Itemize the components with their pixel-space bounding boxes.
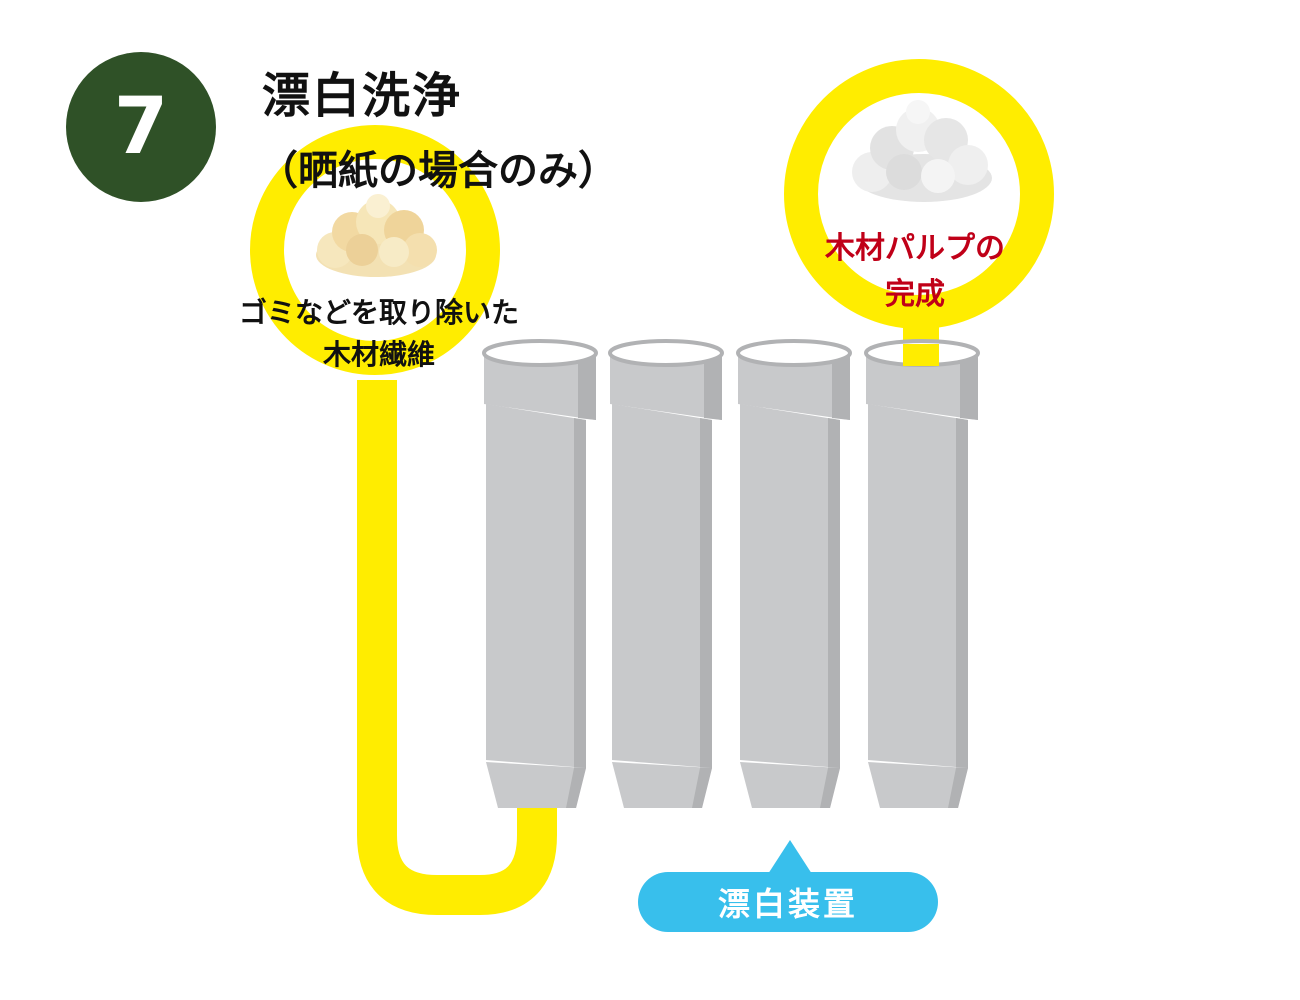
equipment-tag-pointer — [768, 840, 812, 874]
step-number-badge: 7 — [66, 52, 216, 202]
output-label-line1: 木材パルプの — [825, 231, 1005, 266]
equipment-tag: 漂白装置 — [638, 872, 938, 932]
output-label-line2: 完成 — [885, 277, 945, 312]
page-subtitle: （晒紙の場合のみ） — [258, 148, 618, 194]
input-label-line1: ゴミなどを取り除いた — [238, 296, 519, 329]
input-label: ゴミなどを取り除いた 木材繊維 — [214, 292, 544, 376]
feed-pipe — [357, 380, 557, 915]
white-pulp-pile-icon — [852, 100, 992, 202]
output-label: 木材パルプの 完成 — [790, 226, 1040, 318]
output-pipe-inner — [903, 344, 939, 366]
bleaching-towers — [482, 339, 980, 808]
tower-4 — [864, 339, 980, 808]
equipment-label: 漂白装置 — [717, 885, 858, 923]
tower-2 — [608, 339, 724, 808]
unbleached-fiber-pile-icon — [316, 194, 437, 277]
input-label-line2: 木材繊維 — [322, 338, 435, 371]
page-title: 漂白洗浄 — [262, 68, 463, 124]
step-number: 7 — [113, 82, 169, 172]
tower-3 — [736, 339, 852, 808]
tower-1 — [482, 339, 598, 808]
